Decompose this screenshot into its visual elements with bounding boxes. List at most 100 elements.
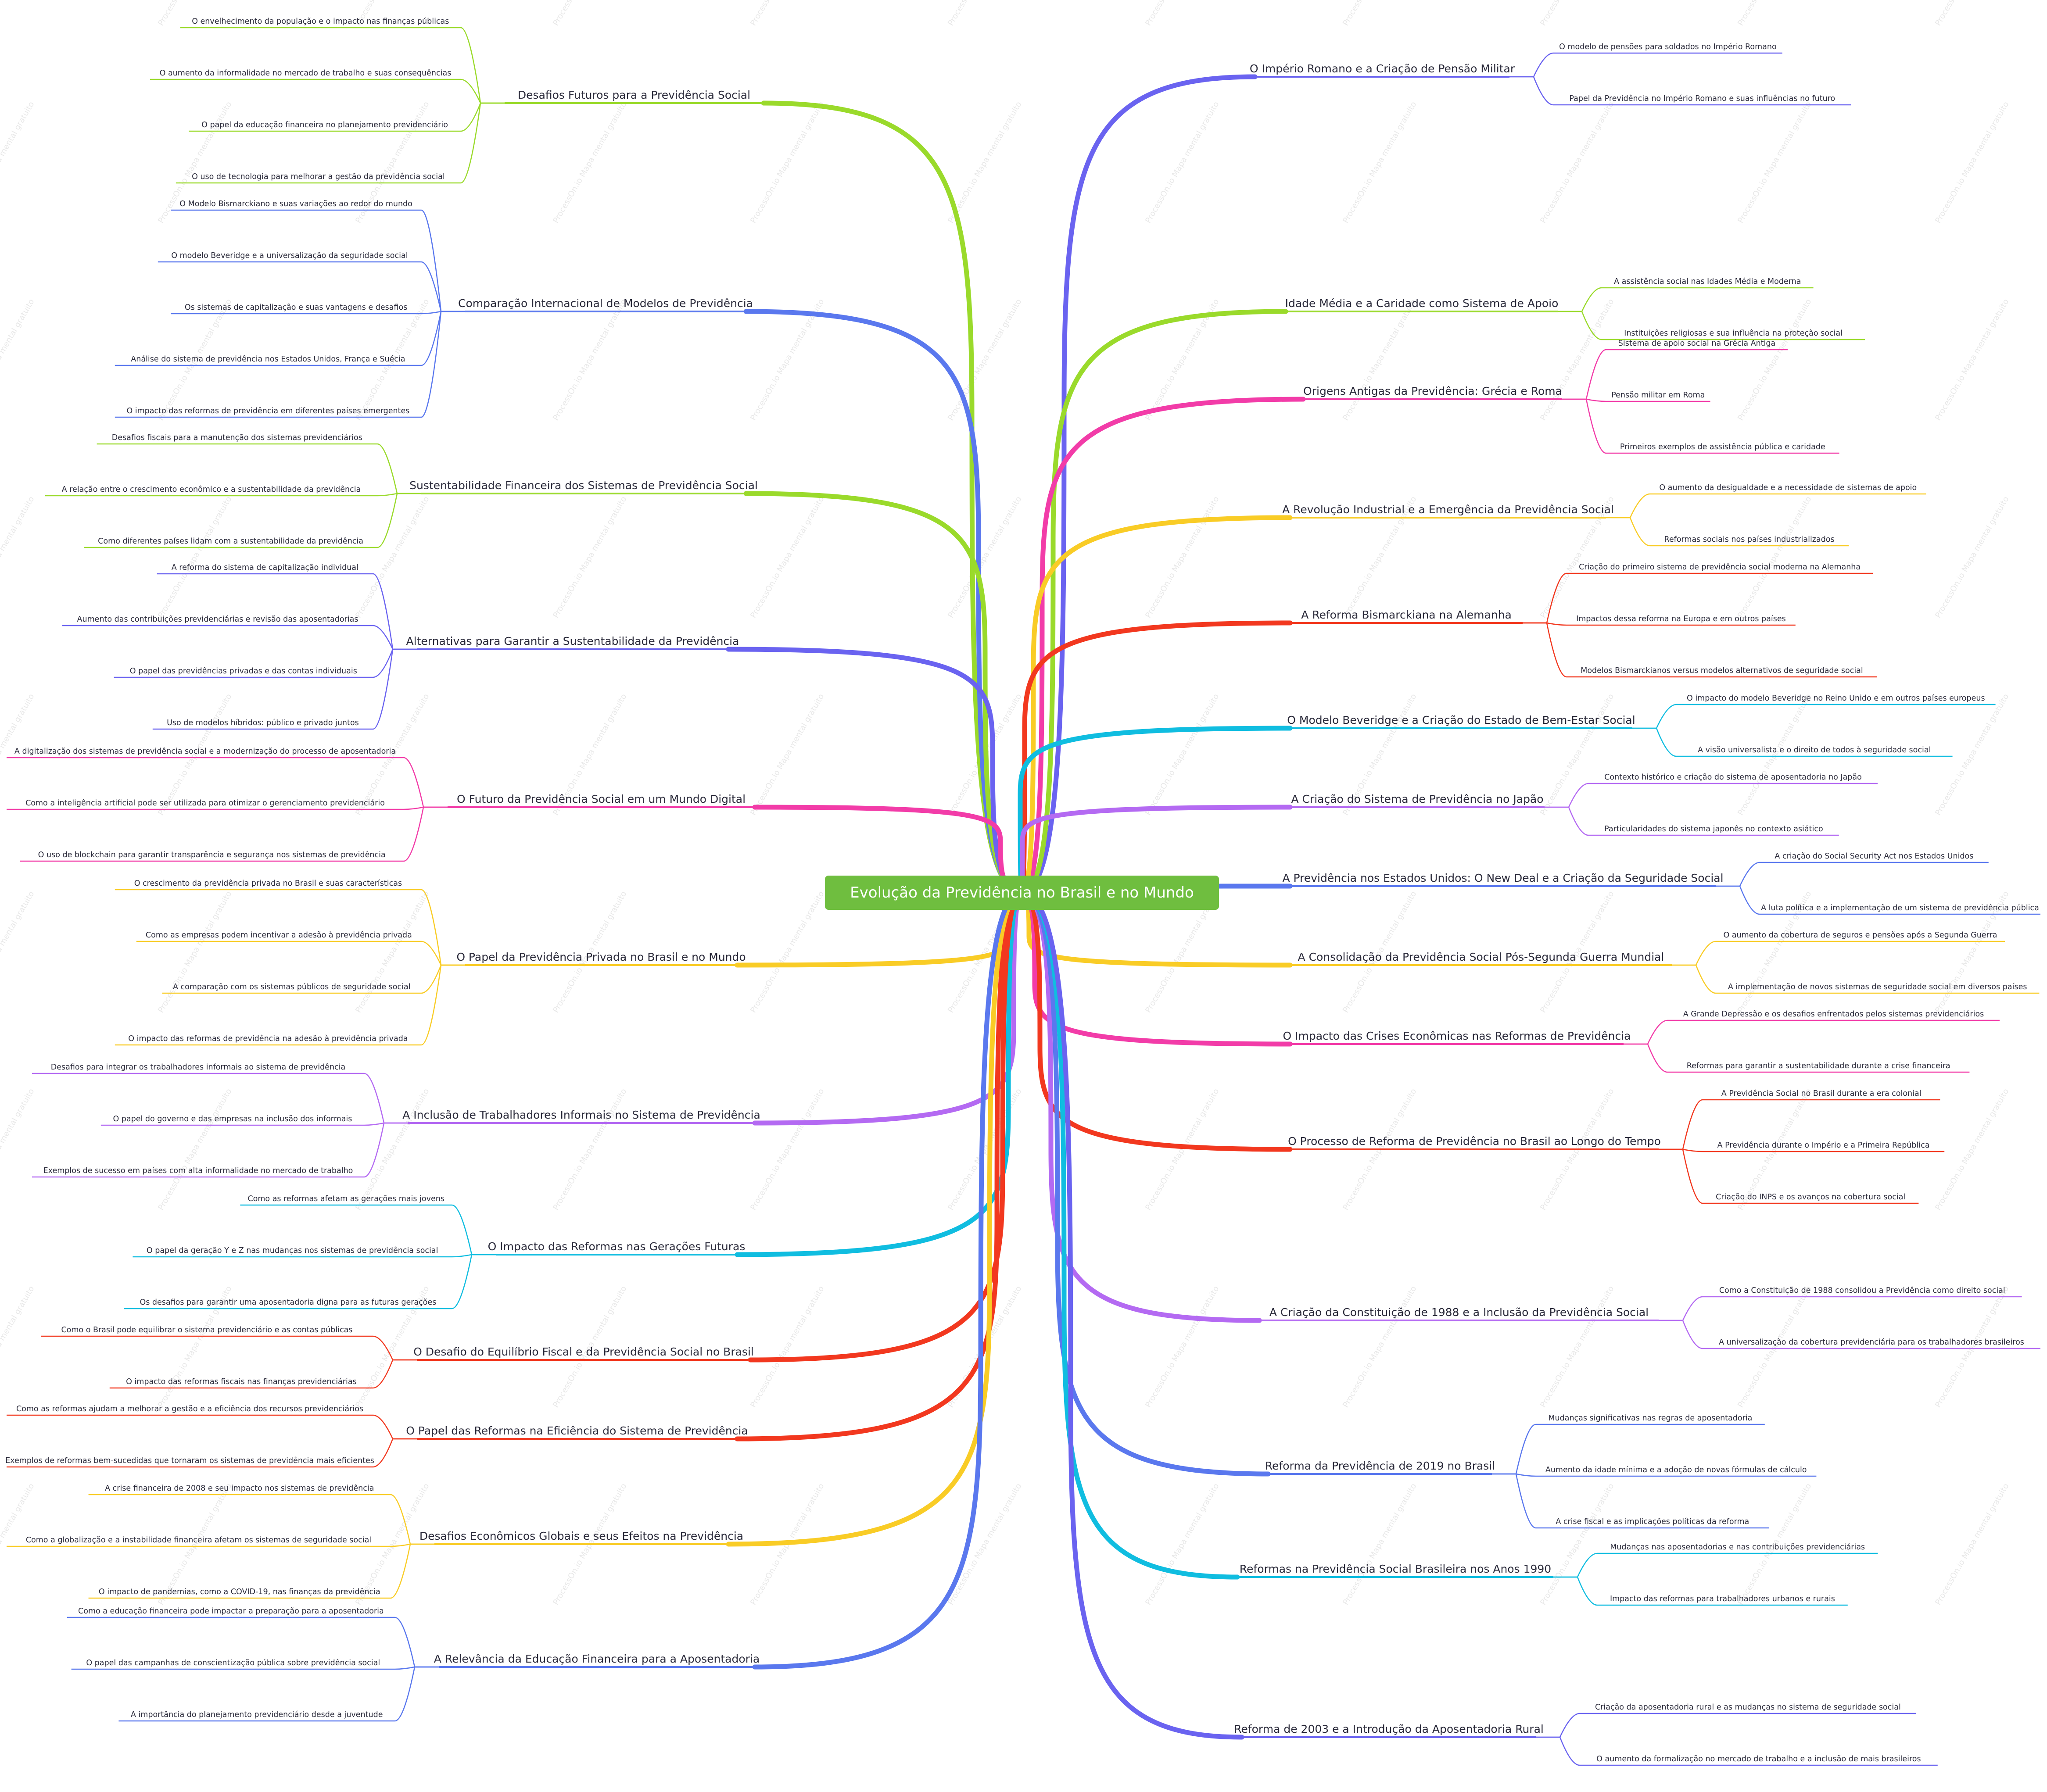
subtopic-right-12-1[interactable]: Aumento da idade mínima e a adoção de no… — [1492, 1466, 1817, 1477]
subtopic-left-0-0[interactable]: O envelhecimento da população e o impact… — [180, 17, 505, 104]
right-topic-2[interactable]: Origens Antigas da Previdência: Grécia e… — [1303, 385, 1562, 400]
subtopic-right-14-1[interactable]: O aumento da formalização no mercado de … — [1536, 1736, 1938, 1766]
subtopic-left-7-1[interactable]: O papel da geração Y e Z nas mudanças no… — [133, 1246, 496, 1258]
subtopic-right-9-1[interactable]: Reformas para garantir a sustentabilidad… — [1624, 1043, 1970, 1073]
subtopic-left-6-0[interactable]: Desafios para integrar os trabalhadores … — [32, 1063, 408, 1124]
subtopic-right-5-1[interactable]: A visão universalista e o direito de tod… — [1632, 727, 1953, 757]
subtopic-left-11-1[interactable]: O papel das campanhas de conscientização… — [71, 1659, 439, 1670]
subtopic-left-1-1[interactable]: O modelo Beveridge e a universalização d… — [158, 251, 465, 312]
left-topic-1[interactable]: Comparação Internacional de Modelos de P… — [458, 297, 753, 312]
subtopic-right-8-0[interactable]: O aumento da cobertura de seguros e pens… — [1672, 931, 2005, 966]
subtopic-left-7-0[interactable]: Como as reformas afetam as gerações mais… — [240, 1195, 496, 1255]
subtopic-right-7-1[interactable]: A luta política e a implementação de um … — [1716, 885, 2040, 915]
left-topic-6[interactable]: A Inclusão de Trabalhadores Informais no… — [402, 1109, 760, 1124]
subtopic-left-11-2[interactable]: A importância do planejamento previdenci… — [118, 1666, 439, 1722]
subtopic-left-10-0[interactable]: A crise financeira de 2008 e seu impacto… — [88, 1484, 434, 1545]
right-topic-11[interactable]: A Criação da Constituição de 1988 e a In… — [1259, 1306, 1659, 1321]
right-topic-3[interactable]: A Revolução Industrial e a Emergência da… — [1282, 503, 1614, 519]
subtopic-right-3-0[interactable]: O aumento da desigualdade e a necessidad… — [1606, 483, 1926, 519]
right-topic-13[interactable]: Reformas na Previdência Social Brasileir… — [1237, 1563, 1553, 1578]
subtopic-left-0-3[interactable]: O uso de tecnologia para melhorar a gest… — [176, 102, 505, 184]
right-topic-5[interactable]: O Modelo Beveridge e a Criação do Estado… — [1287, 714, 1635, 729]
left-topic-8[interactable]: O Desafio do Equilíbrio Fiscal e da Prev… — [413, 1345, 754, 1361]
subtopic-right-6-0[interactable]: Contexto histórico e criação do sistema … — [1545, 773, 1878, 808]
subtopic-left-2-1[interactable]: A relação entre o crescimento econômico … — [45, 485, 421, 497]
subtopic-right-10-1[interactable]: A Previdência durante o Império e a Prim… — [1659, 1141, 1945, 1152]
subtopic-left-0-1[interactable]: O aumento da informalidade no mercado de… — [150, 69, 505, 104]
subtopic-left-4-1[interactable]: Como a inteligência artificial pode ser … — [7, 799, 448, 810]
subtopic-left-9-0[interactable]: Como as reformas ajudam a melhorar a ges… — [7, 1405, 417, 1440]
left-topic-7[interactable]: O Impacto das Reformas nas Gerações Futu… — [488, 1240, 746, 1255]
subtopic-left-7-2[interactable]: Os desafios para garantir uma aposentado… — [124, 1254, 496, 1309]
subtopic-left-2-0[interactable]: Desafios fiscais para a manutenção dos s… — [97, 433, 421, 494]
subtopic-left-4-0[interactable]: A digitalização dos sistemas de previdên… — [7, 747, 448, 808]
subtopic-left-1-2[interactable]: Os sistemas de capitalização e suas vant… — [171, 303, 465, 315]
left-topic-9[interactable]: O Papel das Reformas na Eficiência do Si… — [406, 1424, 748, 1440]
subtopic-left-1-0[interactable]: O Modelo Bismarckiano e suas variações a… — [171, 200, 465, 312]
subtopic-right-4-2[interactable]: Modelos Bismarckianos versus modelos alt… — [1523, 622, 1877, 678]
subtopic-left-10-2[interactable]: O impacto de pandemias, como a COVID-19,… — [88, 1543, 434, 1599]
subtopic-left-8-1[interactable]: O impacto das reformas fiscais nas finan… — [109, 1359, 417, 1389]
watermark-text-57: ProcessOn.io Mapa mental gratuito — [354, 890, 431, 1014]
right-topic-8[interactable]: A Consolidação da Previdência Social Pós… — [1290, 951, 1672, 966]
subtopic-right-0-1[interactable]: Papel da Previdência no Império Romano e… — [1509, 76, 1851, 106]
right-topic-6[interactable]: A Criação do Sistema de Previdência no J… — [1290, 793, 1545, 808]
subtopic-left-2-2[interactable]: Como diferentes países lidam com a suste… — [84, 493, 421, 548]
subtopic-right-11-1[interactable]: A universalização da cobertura previdenc… — [1659, 1320, 2040, 1349]
right-topic-9[interactable]: O Impacto das Crises Econômicas nas Refo… — [1283, 1030, 1631, 1045]
subtopic-left-3-0[interactable]: A reforma do sistema de capitalização in… — [157, 563, 417, 650]
right-topic-7[interactable]: A Previdência nos Estados Unidos: O New … — [1282, 872, 1724, 887]
subtopic-left-6-2[interactable]: Exemplos de sucesso em países com alta i… — [32, 1122, 408, 1178]
subtopic-left-5-3[interactable]: O impacto das reformas de previdência na… — [115, 964, 465, 1046]
subtopic-left-5-0[interactable]: O crescimento da previdência privada no … — [115, 879, 465, 966]
subtopic-right-11-0[interactable]: Como a Constituição de 1988 consolidou a… — [1659, 1286, 2022, 1321]
subtopic-right-1-0[interactable]: A assistência social nas Idades Média e … — [1558, 277, 1814, 312]
subtopic-right-9-0[interactable]: A Grande Depressão e os desafios enfrent… — [1624, 1010, 2000, 1045]
subtopic-left-11-0[interactable]: Como a educação financeira pode impactar… — [67, 1607, 439, 1668]
subtopic-right-2-2[interactable]: Primeiros exemplos de assistência públic… — [1562, 398, 1839, 454]
right-topic-14[interactable]: Reforma de 2003 e a Introdução da Aposen… — [1234, 1723, 1544, 1738]
subtopic-left-0-2[interactable]: O papel da educação financeira no planej… — [189, 102, 505, 132]
right-topic-4[interactable]: A Reforma Bismarckiana na Alemanha — [1290, 608, 1523, 624]
subtopic-left-1-4[interactable]: O impacto das reformas de previdência em… — [115, 311, 465, 418]
subtopic-left-8-0[interactable]: Como o Brasil pode equilibrar o sistema … — [41, 1326, 417, 1361]
left-topic-4[interactable]: O Futuro da Previdência Social em um Mun… — [448, 793, 755, 808]
right-topic-1[interactable]: Idade Média e a Caridade como Sistema de… — [1285, 297, 1559, 312]
subtopic-left-5-2[interactable]: A comparação com os sistemas públicos de… — [162, 964, 465, 994]
subtopic-right-4-1[interactable]: Impactos dessa reforma na Europa e em ou… — [1523, 615, 1796, 626]
subtopic-right-7-0[interactable]: A criação do Social Security Act nos Est… — [1716, 852, 1989, 887]
left-topic-2[interactable]: Sustentabilidade Financeira dos Sistemas… — [409, 479, 758, 494]
subtopic-right-1-1[interactable]: Instituições religiosas e sua influência… — [1558, 311, 1865, 340]
subtopic-right-2-0[interactable]: Sistema de apoio social na Grécia Antiga — [1562, 339, 1788, 400]
subtopic-left-10-1[interactable]: Como a globalização e a instabilidade fi… — [7, 1536, 434, 1547]
subtopic-right-13-0[interactable]: Mudanças nas aposentadorias e nas contri… — [1553, 1543, 1878, 1578]
subtopic-left-6-1[interactable]: O papel do governo e das empresas na inc… — [100, 1115, 408, 1126]
subtopic-right-3-1[interactable]: Reformas sociais nos países industrializ… — [1606, 517, 1849, 547]
subtopic-right-10-2[interactable]: Criação do INPS e os avanços na cobertur… — [1659, 1148, 1919, 1204]
left-topic-0[interactable]: Desafios Futuros para a Previdência Soci… — [505, 89, 764, 104]
subtopic-left-3-3[interactable]: Uso de modelos híbridos: público e priva… — [152, 648, 417, 730]
subtopic-right-13-1[interactable]: Impacto das reformas para trabalhadores … — [1553, 1576, 1848, 1606]
subtopic-right-0-0[interactable]: O modelo de pensões para soldados no Imp… — [1509, 43, 1782, 78]
left-topic-10[interactable]: Desafios Econômicos Globais e seus Efeit… — [419, 1530, 743, 1545]
subtopic-left-9-1[interactable]: Exemplos de reformas bem-sucedidas que t… — [5, 1438, 417, 1468]
right-topic-0[interactable]: O Império Romano e a Criação de Pensão M… — [1250, 62, 1515, 78]
subtopic-right-14-0[interactable]: Criação da aposentadoria rural e as muda… — [1536, 1703, 1916, 1738]
left-topic-11[interactable]: A Relevância da Educação Financeira para… — [434, 1653, 760, 1668]
subtopic-left-3-1[interactable]: Aumento das contribuições previdenciária… — [62, 615, 417, 650]
subtopic-left-3-2[interactable]: O papel das previdências privadas e das … — [114, 648, 417, 678]
subtopic-right-10-0[interactable]: A Previdência Social no Brasil durante a… — [1659, 1089, 1940, 1150]
subtopic-right-8-1[interactable]: A implementação de novos sistemas de seg… — [1672, 964, 2040, 994]
subtopic-right-4-0[interactable]: Criação do primeiro sistema de previdênc… — [1523, 563, 1873, 624]
subtopic-left-4-2[interactable]: O uso de blockchain para garantir transp… — [20, 806, 448, 862]
subtopic-right-12-2[interactable]: A crise fiscal e as implicações política… — [1492, 1473, 1769, 1529]
right-topic-12[interactable]: Reforma da Previdência de 2019 no Brasil — [1265, 1459, 1495, 1475]
left-topic-5[interactable]: O Papel da Previdência Privada no Brasil… — [456, 951, 746, 966]
subtopic-right-6-1[interactable]: Particularidades do sistema japonês no c… — [1545, 806, 1839, 836]
central-topic[interactable]: Evolução da Previdência no Brasil e no M… — [825, 876, 1219, 910]
right-topic-10[interactable]: O Processo de Reforma de Previdência no … — [1288, 1135, 1661, 1150]
subtopic-right-2-1[interactable]: Pensão militar em Roma — [1562, 391, 1710, 402]
subtopic-right-5-0[interactable]: O impacto do modelo Beveridge no Reino U… — [1632, 694, 1996, 729]
subtopic-right-12-0[interactable]: Mudanças significativas nas regras de ap… — [1492, 1414, 1765, 1475]
left-topic-3[interactable]: Alternativas para Garantir a Sustentabil… — [406, 635, 739, 650]
